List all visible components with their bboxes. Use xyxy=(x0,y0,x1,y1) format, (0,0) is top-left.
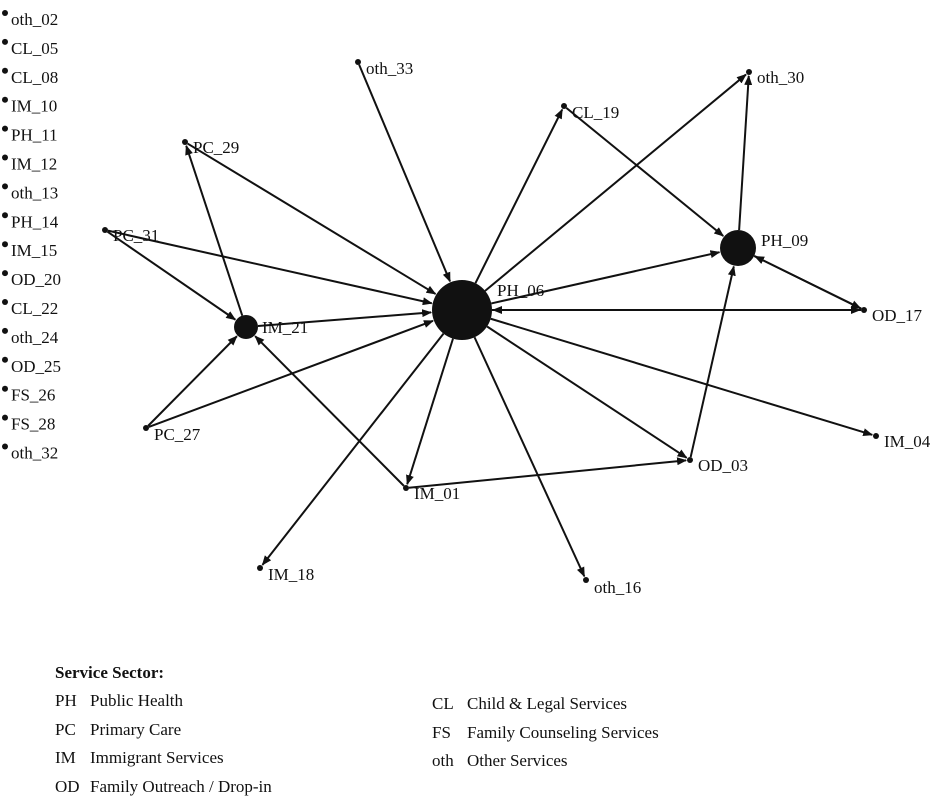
node-label: OD_03 xyxy=(698,456,748,475)
node-PH_09 xyxy=(720,230,756,266)
node-label: IM_04 xyxy=(884,432,931,451)
isolate-node-oth_32 xyxy=(2,444,8,450)
node-CL_19 xyxy=(561,103,567,109)
node-OD_17 xyxy=(861,307,867,313)
legend-label: Primary Care xyxy=(90,720,181,739)
node-label: PH_09 xyxy=(761,231,808,250)
legend-label: Child & Legal Services xyxy=(467,694,627,713)
edge-PH_06-to-IM_01 xyxy=(407,339,453,485)
node-IM_04 xyxy=(873,433,879,439)
legend-code: CL xyxy=(432,690,467,719)
legend-label: Immigrant Services xyxy=(90,748,224,767)
isolate-node-CL_22 xyxy=(2,299,8,305)
isolate-node-oth_24 xyxy=(2,328,8,334)
node-label: IM_01 xyxy=(414,484,460,503)
isolate-node-CL_05 xyxy=(2,39,8,45)
isolate-label: oth_13 xyxy=(11,183,58,202)
isolate-node-CL_08 xyxy=(2,68,8,74)
isolate-label: PH_14 xyxy=(11,212,59,231)
edge-PH_09-to-OD_17 xyxy=(754,256,860,308)
node-label: PC_29 xyxy=(193,138,239,157)
isolate-node-IM_12 xyxy=(2,155,8,161)
edge-PH_06-to-CL_19 xyxy=(475,110,562,284)
isolate-node-OD_25 xyxy=(2,357,8,363)
node-IM_18 xyxy=(257,565,263,571)
node-label: CL_19 xyxy=(572,103,619,122)
node-label: oth_16 xyxy=(594,578,641,597)
node-oth_16 xyxy=(583,577,589,583)
edge-PH_06-to-IM_04 xyxy=(491,319,872,435)
isolate-label: OD_25 xyxy=(11,357,61,376)
node-label: OD_17 xyxy=(872,306,923,325)
edge-PC_27-to-IM_21 xyxy=(148,336,237,426)
isolate-label: FS_28 xyxy=(11,415,55,434)
node-IM_01 xyxy=(403,485,409,491)
edge-CL_19-to-PH_09 xyxy=(566,108,723,236)
node-label: PC_27 xyxy=(154,425,201,444)
isolate-node-IM_10 xyxy=(2,97,8,103)
node-OD_03 xyxy=(687,457,693,463)
node-PC_31 xyxy=(102,227,108,233)
isolate-label: FS_26 xyxy=(11,386,55,405)
edge-PH_06-to-oth_16 xyxy=(475,337,585,576)
edge-oth_33-to-PH_06 xyxy=(359,65,450,282)
legend-code: OD xyxy=(55,773,90,801)
legend-code: PC xyxy=(55,716,90,745)
isolate-label: CL_22 xyxy=(11,299,58,318)
isolate-node-IM_15 xyxy=(2,241,8,247)
node-PC_29 xyxy=(182,139,188,145)
isolate-label: IM_15 xyxy=(11,241,57,260)
node-label: PH_06 xyxy=(497,281,544,300)
edge-PH_06-to-OD_03 xyxy=(487,326,687,457)
node-oth_33 xyxy=(355,59,361,65)
legend-code: PH xyxy=(55,687,90,716)
node-IM_21 xyxy=(234,315,258,339)
legend-title: Service Sector: xyxy=(55,663,272,683)
edge-PH_06-to-IM_18 xyxy=(262,334,443,565)
node-label: PC_31 xyxy=(113,226,159,245)
legend-code: FS xyxy=(432,719,467,748)
isolate-label: OD_20 xyxy=(11,270,61,289)
isolate-node-FS_26 xyxy=(2,386,8,392)
legend-label: Family Counseling Services xyxy=(467,723,659,742)
isolate-label: oth_02 xyxy=(11,10,58,29)
isolate-label: CL_05 xyxy=(11,39,58,58)
edge-PC_29-to-PH_06 xyxy=(188,144,436,294)
legend-code: IM xyxy=(55,744,90,773)
node-label: IM_18 xyxy=(268,565,314,584)
isolate-node-FS_28 xyxy=(2,415,8,421)
node-oth_30 xyxy=(746,69,752,75)
legend-code: oth xyxy=(432,747,467,776)
isolate-node-oth_02 xyxy=(2,10,8,16)
isolate-label: oth_32 xyxy=(11,444,58,463)
node-label: IM_21 xyxy=(262,318,308,337)
isolate-label: IM_12 xyxy=(11,155,57,174)
legend-label: Family Outreach / Drop-in xyxy=(90,777,272,796)
isolate-node-PH_11 xyxy=(2,126,8,132)
isolate-node-PH_14 xyxy=(2,212,8,218)
node-PH_06 xyxy=(432,280,492,340)
isolate-label: CL_08 xyxy=(11,68,58,87)
node-label: oth_30 xyxy=(757,68,804,87)
legend-label: Public Health xyxy=(90,691,183,710)
isolate-node-oth_13 xyxy=(2,183,8,189)
isolate-label: PH_11 xyxy=(11,126,58,145)
isolate-node-OD_20 xyxy=(2,270,8,276)
edge-OD_03-to-PH_09 xyxy=(691,267,734,458)
node-label: oth_33 xyxy=(366,59,413,78)
node-PC_27 xyxy=(143,425,149,431)
isolate-label: IM_10 xyxy=(11,97,57,116)
edge-PH_09-to-oth_30 xyxy=(739,76,749,230)
legend-label: Other Services xyxy=(467,751,568,770)
isolate-label: oth_24 xyxy=(11,328,59,347)
